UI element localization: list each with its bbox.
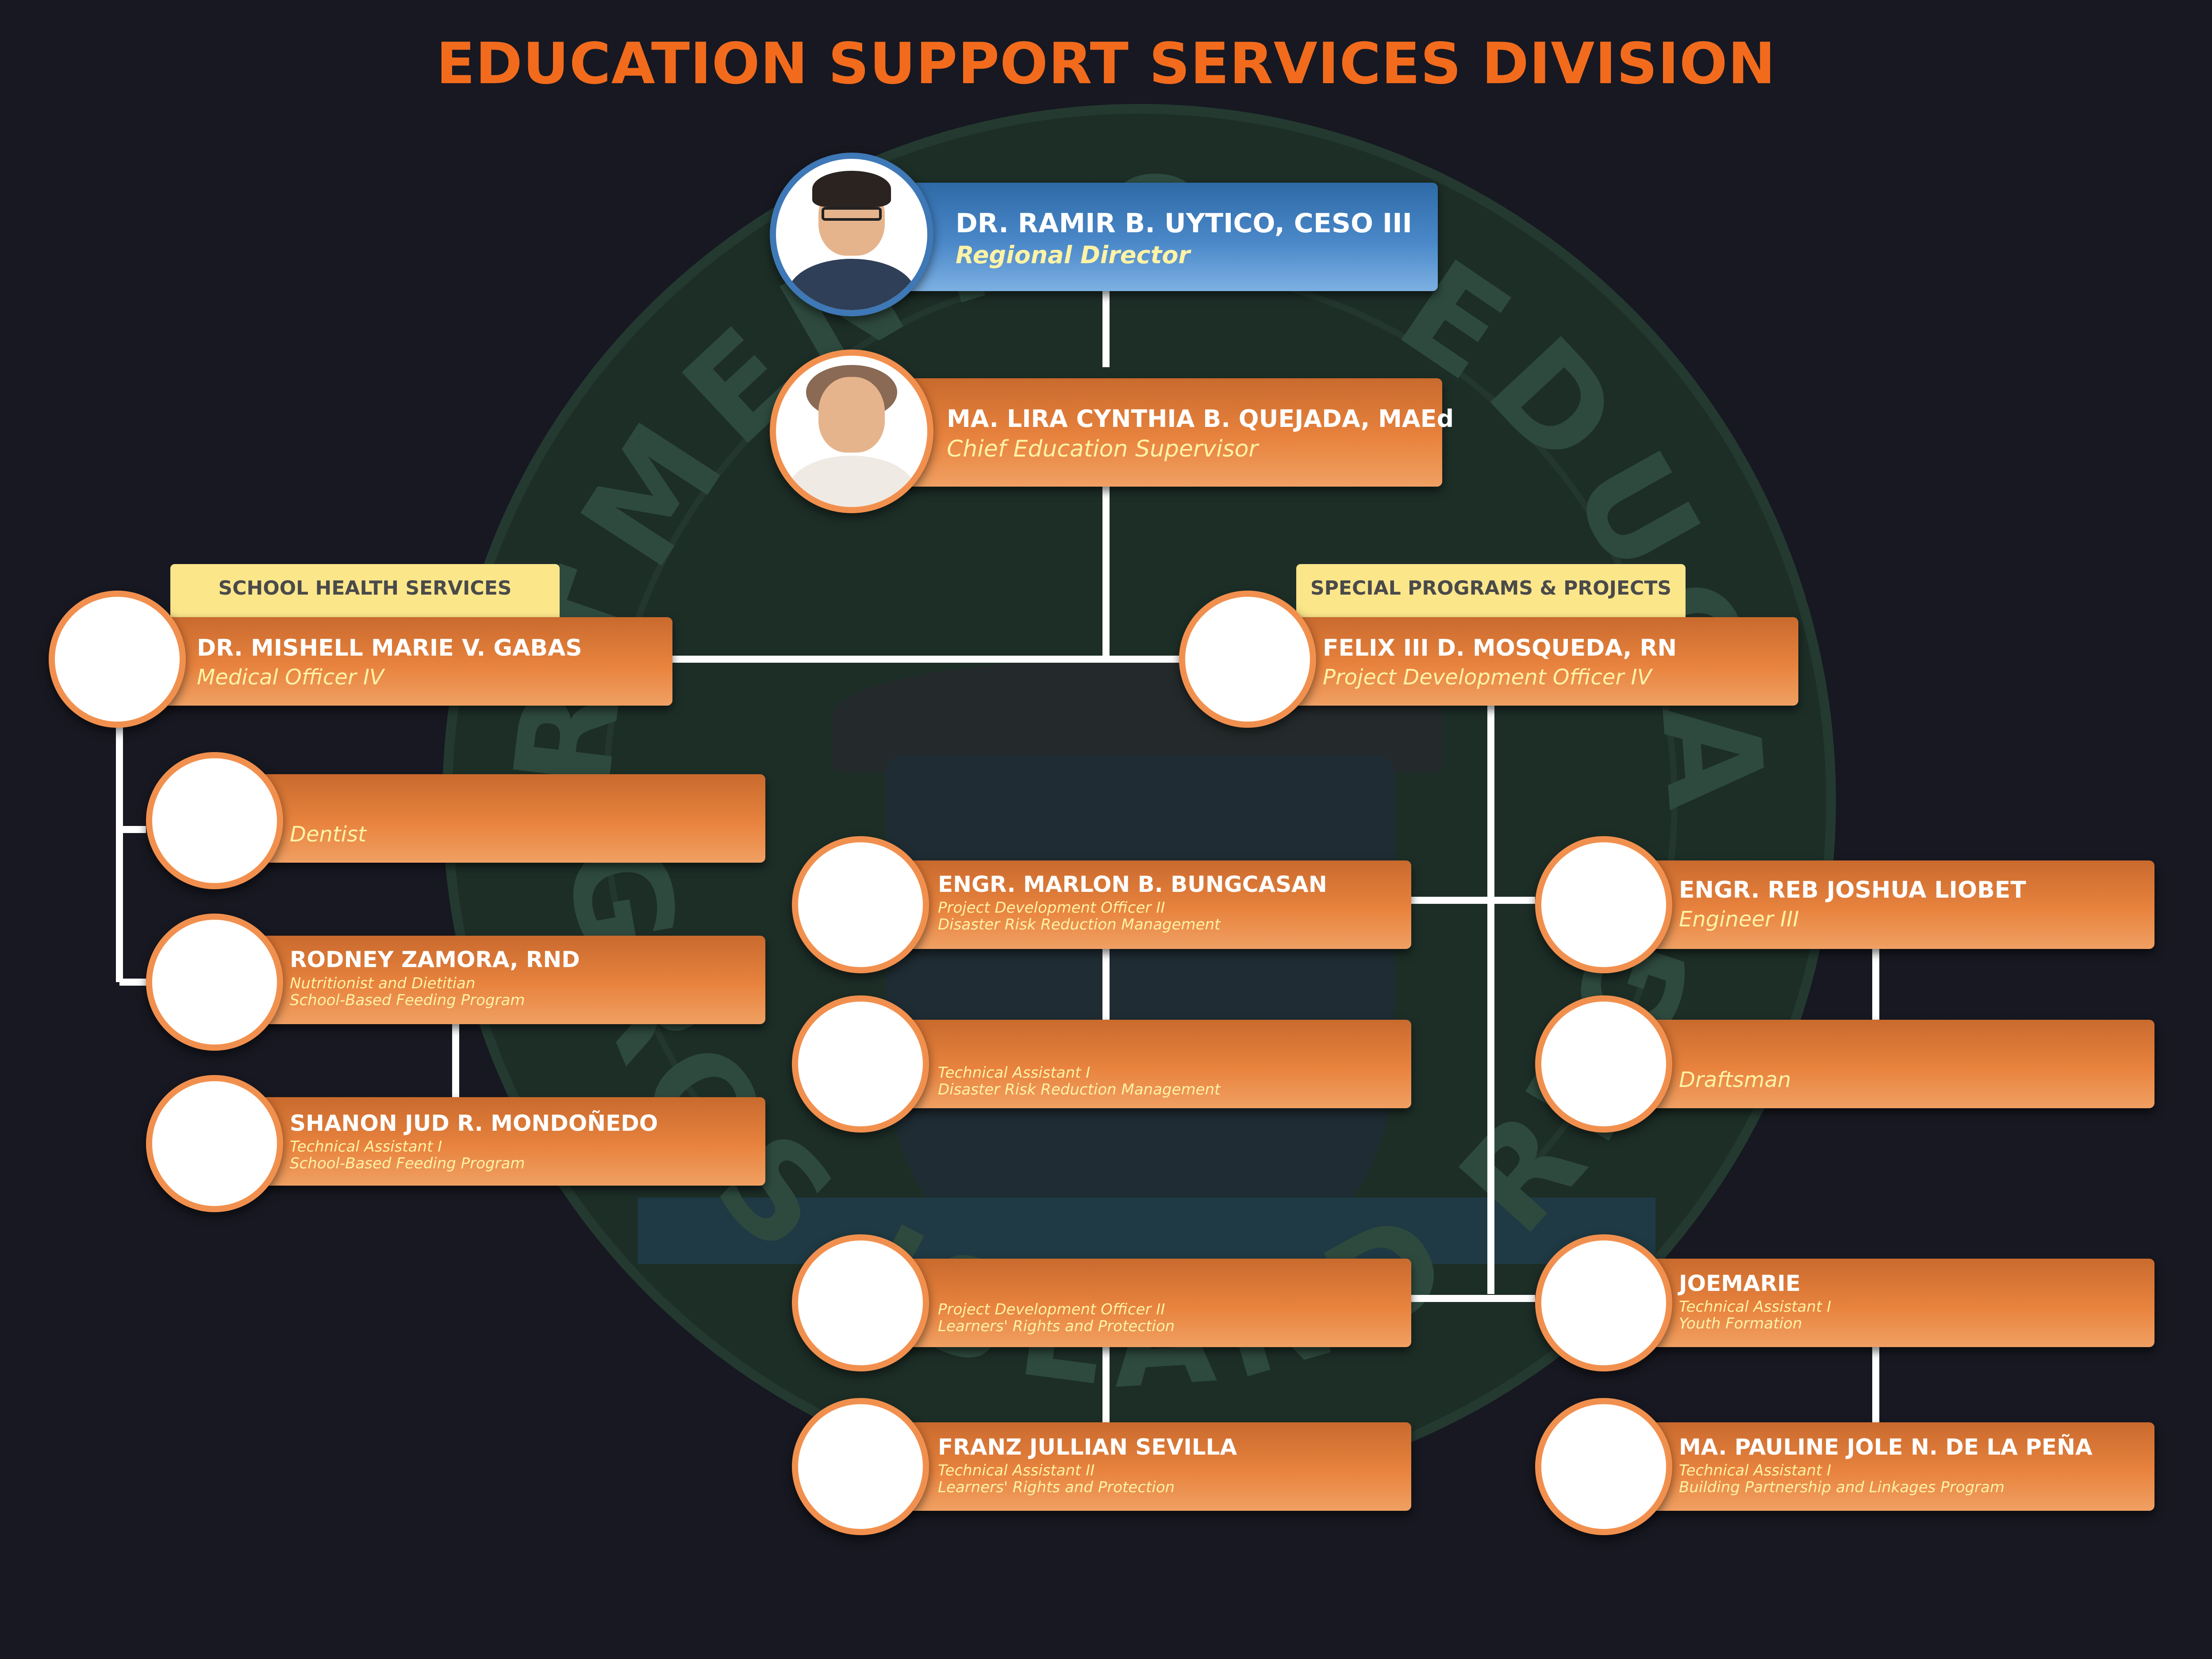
lrp-ta-position: Technical Assistant II xyxy=(938,1462,1095,1479)
bpl-ta-position: Technical Assistant I xyxy=(1679,1462,1832,1479)
director-photo-hair xyxy=(812,171,891,207)
sbfp-ta-photo-placeholder xyxy=(146,1075,283,1212)
engineer-name: ENGR. REB JOSHUA LIOBET xyxy=(1679,877,2026,903)
node-dentist: Dentist xyxy=(146,752,765,889)
lrp-pdo-program: Learners' Rights and Protection xyxy=(938,1317,1175,1335)
node-bpl-technical-assistant: MA. PAULINE JOLE N. DE LA PEÑA Technical… xyxy=(1535,1398,2154,1535)
nutrition-name: RODNEY ZAMORA, RND xyxy=(290,947,580,972)
lrp-ta-program: Learners' Rights and Protection xyxy=(938,1479,1175,1496)
dentist-position: Dentist xyxy=(290,822,366,847)
bpl-ta-photo-placeholder xyxy=(1535,1398,1672,1535)
drrm-ta-photo-placeholder xyxy=(792,995,929,1133)
bpl-ta-program: Building Partnership and Linkages Progra… xyxy=(1679,1479,2005,1496)
engineer-position: Engineer III xyxy=(1679,907,1799,932)
node-medical-officer: DR. MISHELL MARIE V. GABAS Medical Offic… xyxy=(49,591,672,728)
sbfp-ta-name: SHANON JUD R. MONDOÑEDO xyxy=(290,1110,658,1136)
chief-position: Chief Education Supervisor xyxy=(947,436,1258,462)
draftsman-photo-placeholder xyxy=(1535,995,1672,1133)
drrm-pdo-position: Project Development Officer II xyxy=(938,899,1165,917)
youth-ta-name: JOEMARIE xyxy=(1679,1271,1801,1296)
node-lrp-pdo: Project Development Officer II Learners'… xyxy=(792,1234,1411,1371)
page-title: EDUCATION SUPPORT SERVICES DIVISION xyxy=(436,31,1776,97)
node-draftsman: Draftsman xyxy=(1535,995,2154,1133)
drrm-pdo-name: ENGR. MARLON B. BUNGCASAN xyxy=(938,872,1327,897)
dentist-bar xyxy=(252,774,765,863)
medical-photo-placeholder xyxy=(49,591,186,728)
chief-photo-face xyxy=(818,376,885,453)
node-regional-director: DR. RAMIR B. UYTICO, CESO III Regional D… xyxy=(770,153,1438,316)
drrm-ta-program: Disaster Risk Reduction Management xyxy=(938,1081,1221,1098)
chief-name: MA. LIRA CYNTHIA B. QUEJADA, MAEd xyxy=(947,405,1454,433)
pdo4-bar xyxy=(1290,617,1798,706)
pdo4-photo-placeholder xyxy=(1179,591,1316,728)
director-photo-avatar xyxy=(770,153,933,316)
engineer-bar xyxy=(1641,860,2154,949)
chief-photo-avatar xyxy=(770,349,933,513)
seal-wave-band xyxy=(638,1198,1655,1264)
youth-ta-program: Youth Formation xyxy=(1679,1315,1802,1333)
drrm-pdo-program: Disaster Risk Reduction Management xyxy=(938,916,1221,933)
node-lrp-technical-assistant: FRANZ JULLIAN SEVILLA Technical Assistan… xyxy=(792,1398,1411,1535)
lrp-ta-photo-placeholder xyxy=(792,1398,929,1535)
director-bar xyxy=(902,183,1438,291)
lrp-pdo-photo-placeholder xyxy=(792,1234,929,1371)
drrm-pdo-photo-placeholder xyxy=(792,836,929,973)
node-drrm-pdo: ENGR. MARLON B. BUNGCASAN Project Develo… xyxy=(792,836,1411,973)
pdo4-position: Project Development Officer IV xyxy=(1323,665,1652,690)
director-name: DR. RAMIR B. UYTICO, CESO III xyxy=(956,208,1412,239)
lrp-pdo-position: Project Development Officer II xyxy=(938,1301,1165,1318)
drrm-ta-bar xyxy=(898,1020,1411,1108)
nutrition-photo-placeholder xyxy=(146,914,283,1051)
youth-ta-photo-placeholder xyxy=(1535,1234,1672,1371)
section-tab-school-health: SCHOOL HEALTH SERVICES xyxy=(170,564,560,619)
sbfp-ta-program: School-Based Feeding Program xyxy=(290,1155,525,1172)
node-sbfp-technical-assistant: SHANON JUD R. MONDOÑEDO Technical Assist… xyxy=(146,1075,765,1212)
lrp-ta-bar xyxy=(898,1422,1411,1511)
nutrition-program: School-Based Feeding Program xyxy=(290,991,525,1009)
nutrition-bar xyxy=(252,936,765,1024)
node-pdo-iv: FELIX III D. MOSQUEDA, RN Project Develo… xyxy=(1179,591,1798,728)
node-engineer: ENGR. REB JOSHUA LIOBET Engineer III xyxy=(1535,836,2154,973)
bpl-ta-name: MA. PAULINE JOLE N. DE LA PEÑA xyxy=(1679,1434,2093,1460)
director-position: Regional Director xyxy=(956,241,1190,269)
youth-ta-bar xyxy=(1641,1259,2154,1347)
medical-name: DR. MISHELL MARIE V. GABAS xyxy=(197,635,582,661)
node-youth-formation-ta: JOEMARIE Technical Assistant I Youth For… xyxy=(1535,1234,2154,1371)
chief-bar xyxy=(902,378,1442,487)
engineer-photo-placeholder xyxy=(1535,836,1672,973)
draftsman-bar xyxy=(1641,1020,2154,1108)
pdo4-name: FELIX III D. MOSQUEDA, RN xyxy=(1323,635,1677,661)
sbfp-ta-bar xyxy=(252,1097,765,1186)
dentist-photo-placeholder xyxy=(146,752,283,889)
sbfp-ta-position: Technical Assistant I xyxy=(290,1138,442,1156)
section-tab-special-programs: SPECIAL PROGRAMS & PROJECTS xyxy=(1296,564,1686,619)
medical-bar xyxy=(159,617,672,706)
drrm-pdo-bar xyxy=(898,860,1411,949)
youth-ta-position: Technical Assistant I xyxy=(1679,1298,1832,1316)
node-drrm-technical-assistant: Technical Assistant I Disaster Risk Redu… xyxy=(792,995,1411,1133)
director-photo-body xyxy=(788,258,915,310)
chief-photo-body xyxy=(788,455,915,507)
node-chief-supervisor: MA. LIRA CYNTHIA B. QUEJADA, MAEd Chief … xyxy=(770,349,1454,513)
glasses-icon xyxy=(821,207,882,221)
draftsman-position: Draftsman xyxy=(1679,1068,1791,1092)
nutrition-position: Nutritionist and Dietitian xyxy=(290,975,476,992)
lrp-pdo-bar xyxy=(898,1259,1411,1347)
drrm-ta-position: Technical Assistant I xyxy=(938,1064,1091,1082)
lrp-ta-name: FRANZ JULLIAN SEVILLA xyxy=(938,1434,1237,1460)
medical-position: Medical Officer IV xyxy=(197,665,384,690)
bpl-ta-bar xyxy=(1641,1422,2154,1511)
node-nutritionist: RODNEY ZAMORA, RND Nutritionist and Diet… xyxy=(146,914,765,1051)
